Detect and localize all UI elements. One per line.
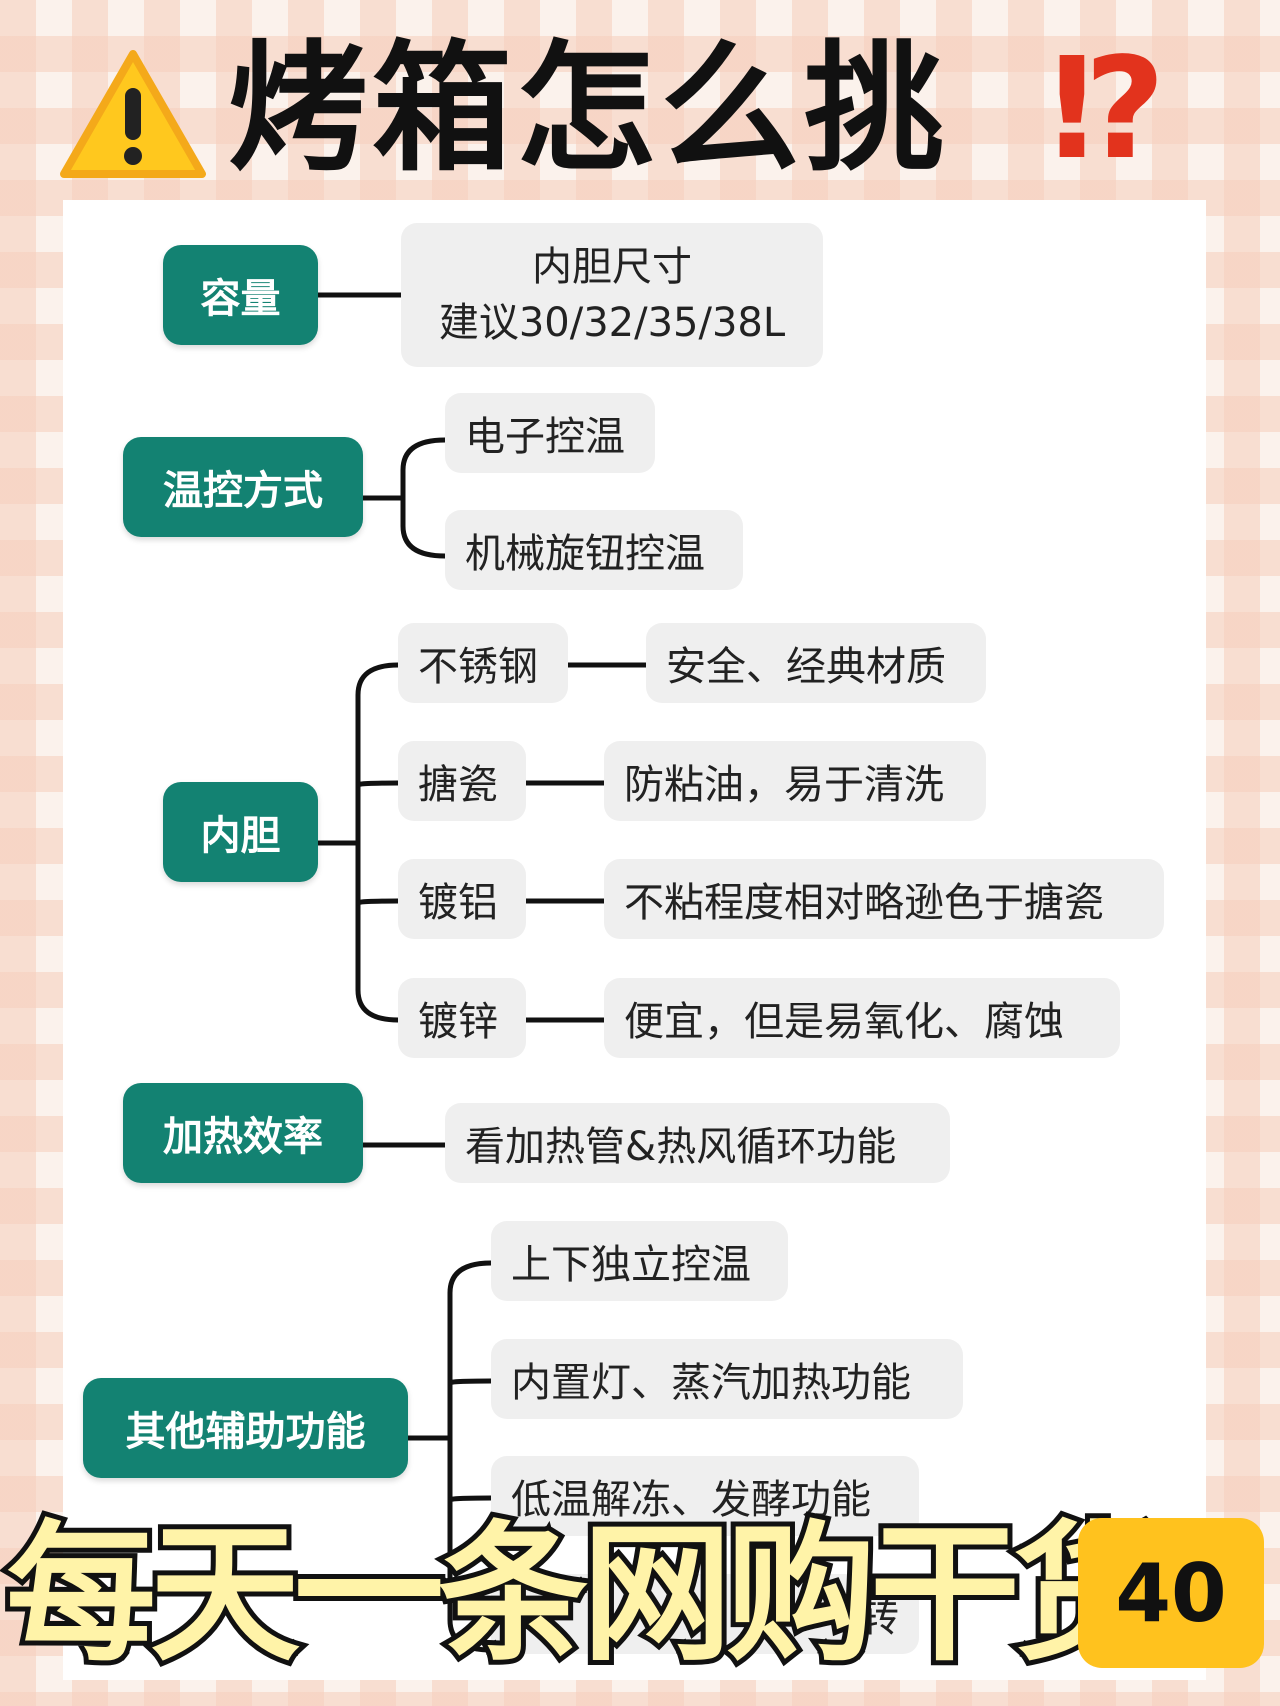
leaf-galvanized-detail: 便宜，但是易氧化、腐蚀 xyxy=(604,978,1120,1058)
leaf-capacity-line2: 建议30/32/35/38L xyxy=(438,300,786,346)
node-other-functions: 其他辅助功能 xyxy=(83,1378,408,1478)
leaf-rotisserie: 转 xyxy=(491,1574,919,1654)
banner-text: 每天一条网购干货 xyxy=(1,1503,1169,1687)
leaf-capacity-size: 内胆尺寸 建议30/32/35/38L xyxy=(401,223,823,367)
exclamation-question-icon: ⁉ xyxy=(1050,28,1166,191)
leaf-stainless-steel: 不锈钢 xyxy=(398,623,568,703)
node-heating-efficiency: 加热效率 xyxy=(123,1083,363,1183)
leaf-knob-temp: 机械旋钮控温 xyxy=(445,510,743,590)
bottom-banner: 每天一条网购干货 40 xyxy=(0,1500,1280,1706)
node-inner-liner: 内胆 xyxy=(163,782,318,882)
page-title: 烤箱怎么挑 ⁉ xyxy=(0,18,1280,196)
node-capacity: 容量 xyxy=(163,245,318,345)
leaf-electronic-temp: 电子控温 xyxy=(445,393,655,473)
leaf-light-steam: 内置灯、蒸汽加热功能 xyxy=(491,1339,963,1419)
leaf-aluminized-detail: 不粘程度相对略逊色于搪瓷 xyxy=(604,859,1164,939)
leaf-enamel-detail: 防粘油，易于清洗 xyxy=(604,741,986,821)
leaf-stainless-detail: 安全、经典材质 xyxy=(646,623,986,703)
leaf-enamel: 搪瓷 xyxy=(398,741,526,821)
issue-number-badge: 40 xyxy=(1078,1518,1264,1668)
leaf-galvanized: 镀锌 xyxy=(398,978,526,1058)
node-temp-control: 温控方式 xyxy=(123,437,363,537)
leaf-aluminized: 镀铝 xyxy=(398,859,526,939)
leaf-thaw-ferment: 低温解冻、发酵功能 xyxy=(491,1456,919,1536)
title-text: 烤箱怎么挑 xyxy=(228,28,949,191)
leaf-heating-tube: 看加热管&热风循环功能 xyxy=(445,1103,950,1183)
leaf-capacity-line1: 内胆尺寸 xyxy=(532,244,692,290)
mind-map: 容量 内胆尺寸 建议30/32/35/38L 温控方式 电子控温 机械旋钮控温 … xyxy=(63,200,1206,1680)
warning-icon xyxy=(60,50,206,178)
connector-lines xyxy=(315,292,649,1653)
leaf-independent-temp: 上下独立控温 xyxy=(491,1221,788,1301)
